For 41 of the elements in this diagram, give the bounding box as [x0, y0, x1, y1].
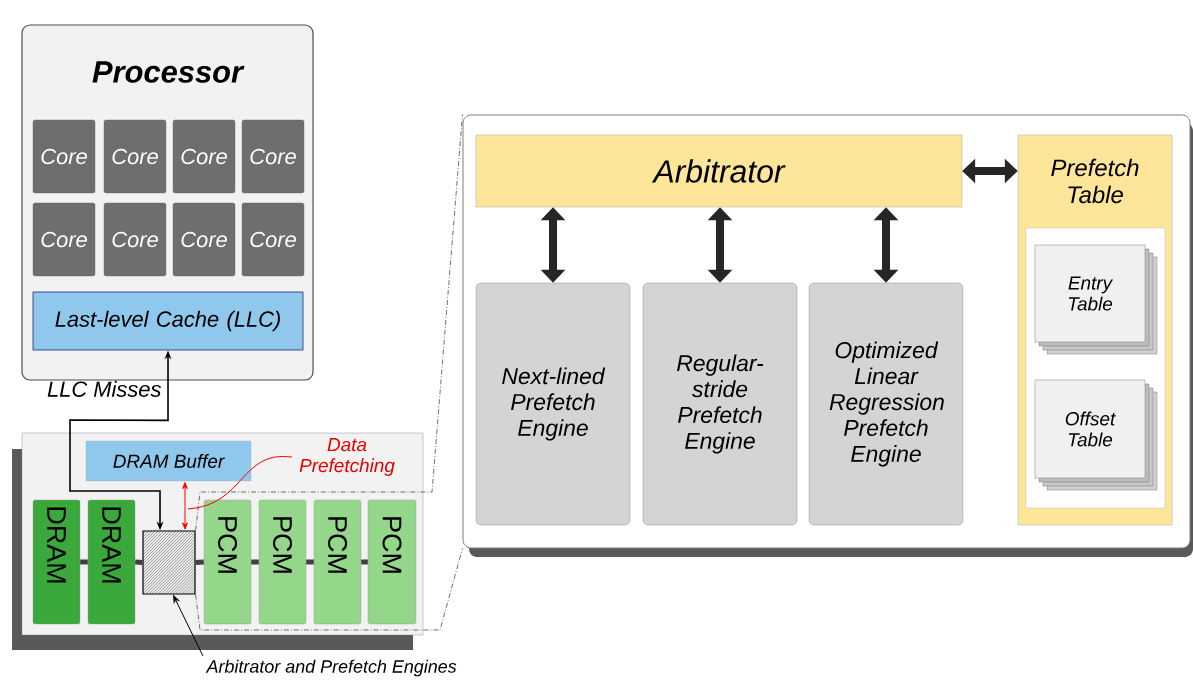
core-box: Core [103, 202, 167, 277]
pcm-chip: PCM [258, 499, 307, 625]
cache-box: Last-level Cache (LLC) [32, 291, 304, 351]
dram-chip: DRAM [87, 499, 136, 625]
bus-link [361, 559, 368, 565]
arbitrator-box: Arbitrator [475, 134, 963, 208]
table-stack: Entry Table [1034, 244, 1158, 355]
engine-box: Next-lined Prefetch Engine [475, 282, 631, 526]
core-box: Core [32, 119, 96, 194]
edge-label: LLC Misses [47, 380, 161, 397]
bus-link [251, 559, 259, 565]
bus-link [306, 559, 314, 565]
engine-label: Arbitrator and Prefetch Engines [205, 659, 457, 677]
arrow [540, 207, 566, 283]
core-box: Core [103, 119, 167, 194]
arrow [182, 482, 188, 530]
pcm-chip: PCM [203, 499, 252, 625]
leader-line [173, 595, 204, 657]
engine-box: Optimized Linear Regression Prefetch Engine [808, 282, 964, 526]
zoom-line [195, 114, 463, 531]
zoom-line [195, 548, 463, 631]
core-box: Core [241, 119, 305, 194]
prefetching-label: Data Prefetching [299, 438, 395, 476]
buffer-box: DRAM Buffer [85, 440, 252, 482]
core-box: Core [172, 119, 236, 194]
bus-link [195, 559, 204, 565]
bus-link [135, 559, 143, 565]
dram-chip: DRAM [32, 499, 81, 625]
arrow [962, 158, 1018, 184]
core-box: Core [241, 202, 305, 277]
bus-link [80, 559, 88, 565]
pcm-chip: PCM [313, 499, 362, 625]
engine-box: Regular-stride Prefetch Engine [642, 282, 798, 526]
arrow [707, 207, 733, 283]
pcm-chip: PCM [367, 499, 417, 625]
core-box: Core [32, 202, 96, 277]
arrow [873, 207, 899, 283]
table-stack: Offset Table [1034, 379, 1158, 491]
hatched-box [142, 530, 196, 595]
core-box: Core [172, 202, 236, 277]
leader-line [187, 455, 293, 510]
